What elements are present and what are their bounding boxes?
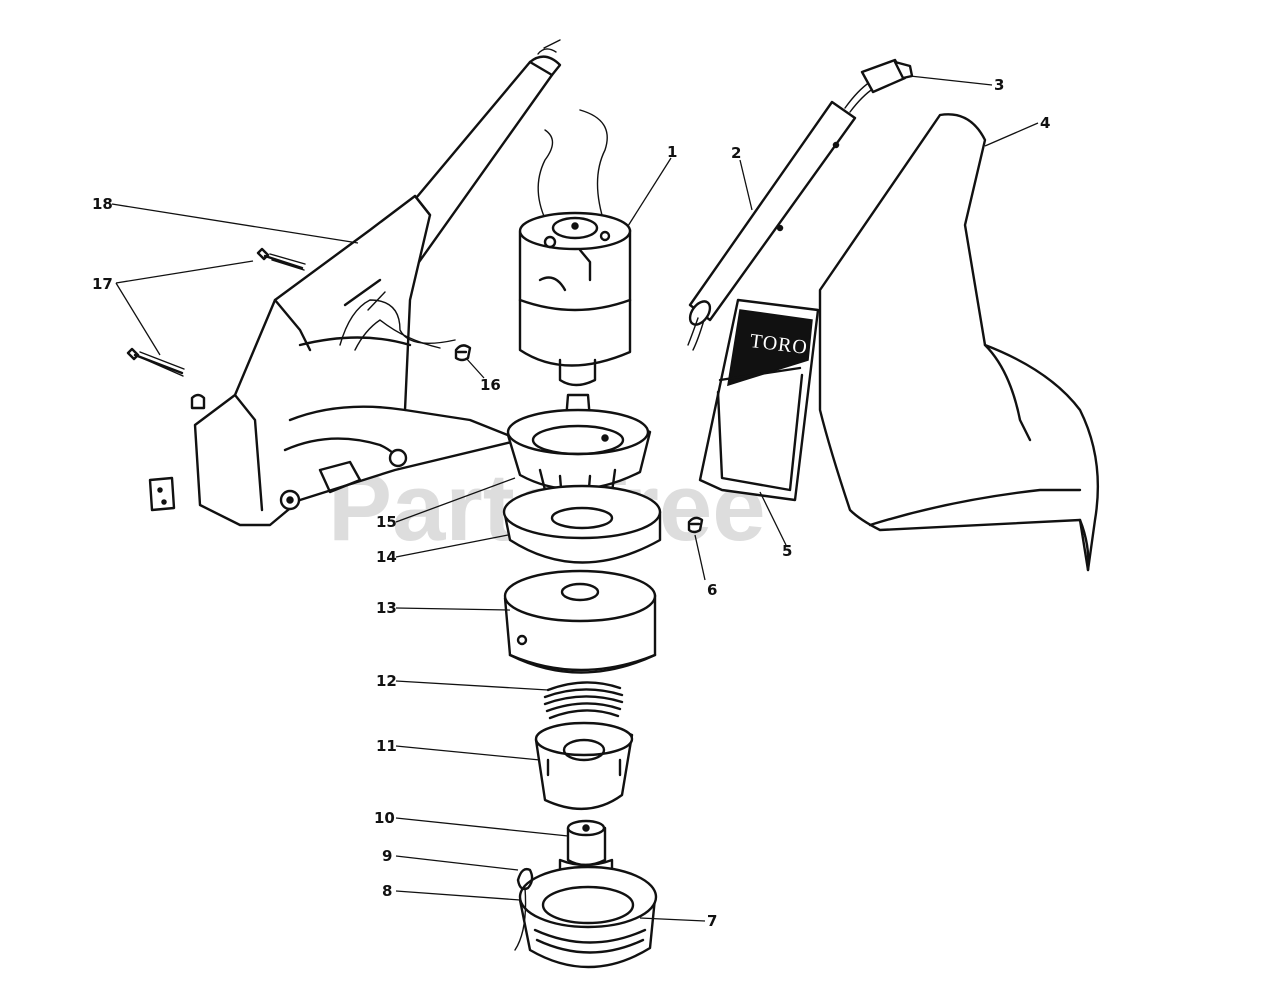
callout-1: 1 [667,143,677,161]
callout-10: 10 [374,809,395,827]
callout-3: 3 [994,76,1004,94]
callout-13: 13 [376,599,397,617]
callout-4: 4 [1040,114,1050,132]
part-9-line-clip[interactable] [514,867,534,951]
part-16-screw[interactable] [454,344,472,362]
callout-7: 7 [707,912,717,930]
part-5-decal[interactable]: TORO [698,298,820,502]
part-14-disc[interactable] [502,484,662,564]
part-8-spool-base[interactable] [518,865,658,969]
part-18-housing-left[interactable] [148,39,562,527]
part-17-screws[interactable] [126,247,306,377]
callout-9: 9 [382,847,392,865]
callout-15: 15 [376,513,397,531]
part-13-spool-housing[interactable] [503,569,657,674]
part-12-spring[interactable] [543,681,624,720]
callout-14: 14 [376,548,397,566]
part-6-screw[interactable] [687,516,704,534]
part-4-guard-housing[interactable] [818,113,1100,572]
callout-11: 11 [376,737,397,755]
part-15-hub[interactable] [506,408,652,502]
callout-12: 12 [376,672,397,690]
callout-6: 6 [707,581,717,599]
callout-2: 2 [731,144,741,162]
callout-16: 16 [480,376,501,394]
part-3-cord-plug[interactable] [844,58,914,113]
part-2-handle-tube[interactable] [686,100,857,351]
part-11-spool[interactable] [534,721,634,810]
callouts: 1 2 3 4 5 6 7 8 9 10 11 12 13 14 15 16 1… [92,76,1050,930]
callout-17: 17 [92,275,113,293]
callout-8: 8 [382,882,392,900]
part-1-motor[interactable] [518,109,632,387]
callout-5: 5 [782,542,792,560]
leader-lines [111,75,1039,922]
callout-18: 18 [92,195,113,213]
